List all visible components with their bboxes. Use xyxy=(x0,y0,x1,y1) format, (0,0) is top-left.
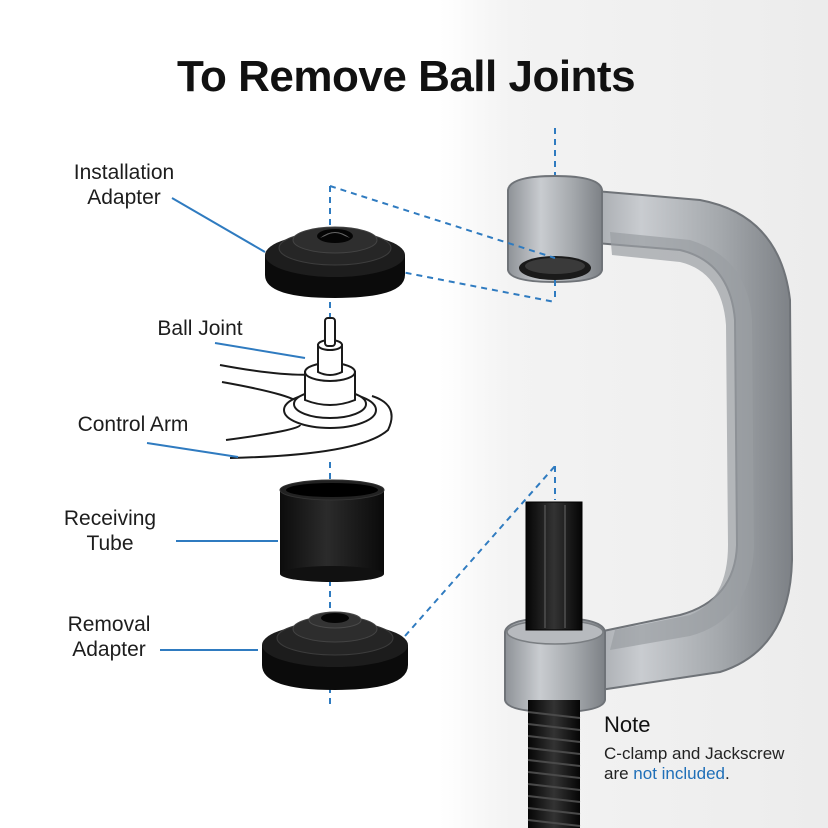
note-line-2-suffix: . xyxy=(724,764,730,783)
ball-joint-drawing xyxy=(219,317,393,459)
note-title: Note xyxy=(604,712,651,737)
leader-lines xyxy=(146,197,306,651)
label-control-arm: Control Arm xyxy=(77,413,189,436)
label-ball-joint: Ball Joint xyxy=(157,317,243,340)
installation-adapter xyxy=(265,226,405,298)
note-line-1: C-clamp and Jackscrew xyxy=(604,744,785,763)
c-clamp xyxy=(504,174,794,714)
jackscrew xyxy=(525,501,583,828)
note-line-2: are not included. xyxy=(604,764,784,784)
note-line-2-prefix: are xyxy=(604,764,634,783)
note-not-included: not included xyxy=(633,764,725,783)
page-title: To Remove Ball Joints xyxy=(176,52,636,101)
label-receiving-tube: Receiving Tube xyxy=(63,507,157,555)
label-installation-adapter: Installation Adapter xyxy=(73,161,175,209)
receiving-tube xyxy=(279,479,385,582)
note-body: C-clamp and Jackscrew are not included. xyxy=(604,744,784,784)
label-removal-adapter: Removal Adapter xyxy=(67,613,151,661)
removal-adapter xyxy=(262,611,408,690)
